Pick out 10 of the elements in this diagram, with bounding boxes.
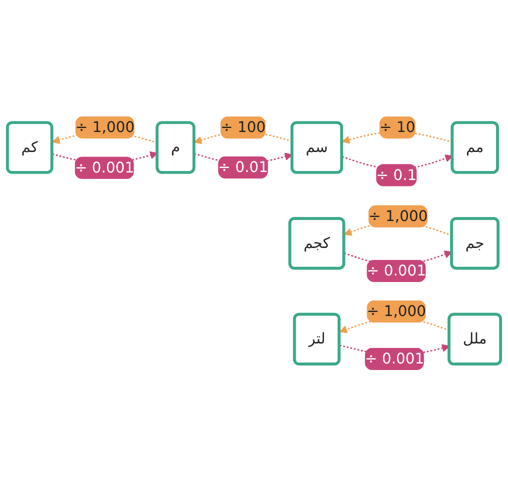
edge-label: ÷ 0.001: [74, 158, 134, 176]
edge-label: ÷ 1,000: [366, 302, 426, 320]
edge-label: ÷ 1,000: [75, 118, 135, 136]
edge-label: ÷ 0.001: [364, 350, 424, 368]
edge-label: ÷ 0.1: [376, 166, 417, 184]
edge-label: ÷ 10: [379, 118, 416, 136]
edge-label: ÷ 0.001: [366, 262, 426, 280]
edge-label: ÷ 100: [220, 118, 266, 136]
edge-label: ÷ 1,000: [368, 207, 428, 225]
edge-label: ÷ 0.01: [218, 158, 268, 176]
